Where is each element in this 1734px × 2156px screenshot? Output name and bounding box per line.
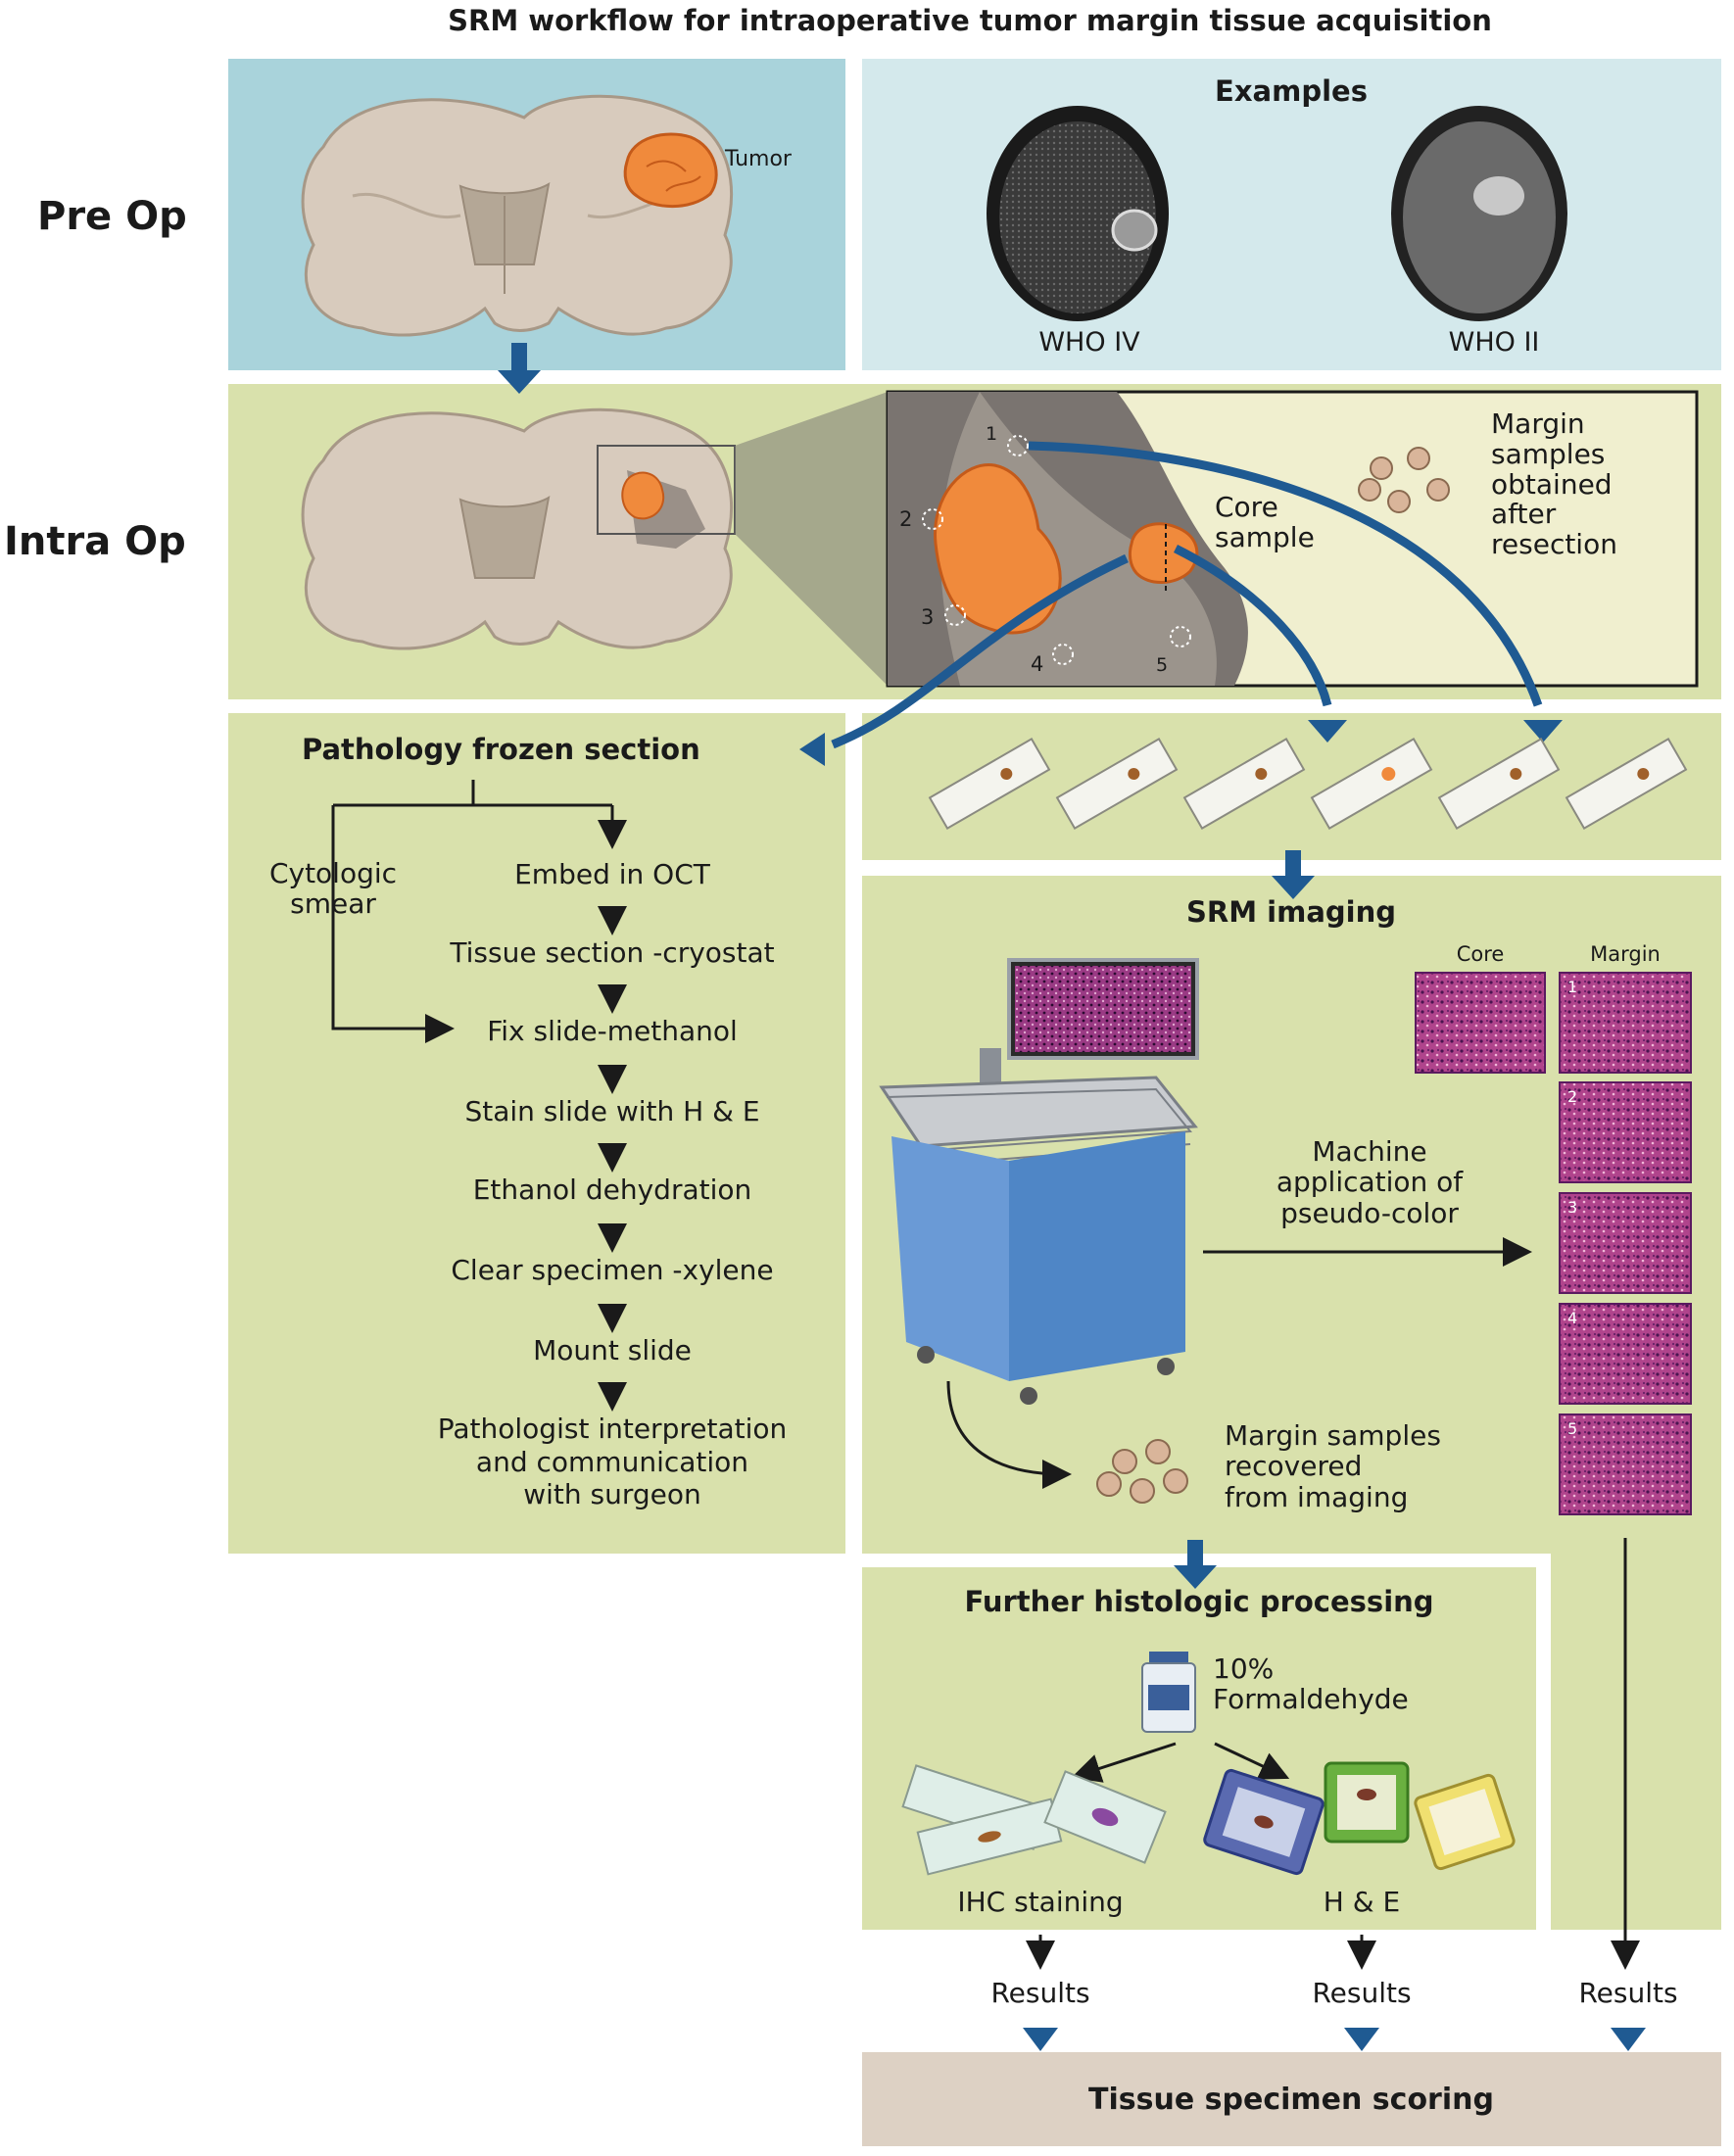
results-ihc: Results: [990, 1977, 1090, 2009]
sample-arrow-heads: [799, 720, 1563, 766]
ihc-slides: [901, 1764, 1167, 1876]
srm-right-strip: [1551, 1554, 1721, 1930]
site-number-5: 5: [1156, 654, 1169, 676]
recovered-samples: [1096, 1439, 1188, 1504]
further-panel: [862, 1567, 1536, 1930]
srm-core-tile: [1415, 972, 1546, 1074]
srm-arrows: [946, 1237, 1640, 1970]
step-stain-slide: Stain slide with H & E: [464, 1095, 760, 1127]
srm-imaging-cart: [879, 958, 1199, 1405]
cytologic-smear-label: Cytologic smear: [268, 857, 398, 921]
formaldehyde-label: 10% Formaldehyde: [1213, 1653, 1409, 1716]
tumor-label: Tumor: [725, 147, 792, 171]
slide-row: [928, 738, 1688, 830]
diagram-title: SRM workflow for intraoperative tumor ma…: [448, 4, 1492, 37]
examples-heading: Examples: [1215, 74, 1368, 108]
preop-tumor: [623, 132, 718, 209]
pathology-tree: [331, 780, 627, 1412]
sample-arrows: [831, 441, 1543, 749]
step-embed-oct: Embed in OCT: [514, 858, 710, 890]
step-tissue-section: Tissue section -cryostat: [450, 936, 775, 969]
mri-who-ii: [1391, 106, 1567, 321]
site-number-1: 1: [986, 423, 998, 445]
pathology-heading: Pathology frozen section: [302, 733, 700, 766]
mri-who-iv: [987, 106, 1169, 321]
tile-number-5: 5: [1567, 1419, 1578, 1438]
step-ethanol: Ethanol dehydration: [472, 1174, 752, 1206]
tile-number-2: 2: [1567, 1087, 1578, 1106]
preop-brain: [301, 94, 733, 337]
srm-imaging-heading: SRM imaging: [1185, 895, 1397, 929]
step-mount-slide: Mount slide: [533, 1334, 692, 1366]
he-cassettes: [1203, 1761, 1516, 1876]
he-label: H & E: [1323, 1886, 1401, 1918]
core-sample-label: Core sample: [1215, 491, 1315, 554]
zoom-cone: [735, 392, 888, 686]
row-label-preop: Pre Op: [37, 194, 187, 239]
step-clear-specimen: Clear specimen -xylene: [451, 1254, 774, 1286]
tile-number-3: 3: [1567, 1198, 1578, 1217]
results-srm: Results: [1578, 1977, 1678, 2009]
margin-column-label: Margin: [1590, 942, 1661, 966]
ihc-staining-label: IHC staining: [957, 1886, 1124, 1918]
site-number-2: 2: [899, 507, 913, 531]
margin-samples-label: Margin samples obtained after resection: [1491, 407, 1617, 561]
machine-pseudocolor-label: Machine application of pseudo-color: [1276, 1135, 1464, 1229]
tissue-scoring-label: Tissue specimen scoring: [1088, 2083, 1494, 2117]
example-label-who-ii: WHO II: [1448, 327, 1540, 358]
intraop-brain: [301, 407, 736, 650]
step-pathologist: Pathologist interpretation and communica…: [437, 1413, 788, 1511]
example-label-who-iv: WHO IV: [1038, 327, 1140, 358]
further-processing-heading: Further histologic processing: [964, 1585, 1434, 1618]
formaldehyde-jar-icon: [1141, 1652, 1196, 1733]
flow-arrows-blue: [498, 343, 1646, 2051]
tile-number-4: 4: [1567, 1309, 1578, 1327]
scoring-panel: [862, 2052, 1721, 2146]
results-he: Results: [1312, 1977, 1412, 2009]
pathology-panel: [228, 713, 845, 1554]
site-number-3: 3: [921, 605, 935, 629]
core-column-label: Core: [1456, 942, 1505, 966]
srm-margin-tiles: [1559, 972, 1692, 1515]
site-number-4: 4: [1031, 652, 1044, 676]
tile-number-1: 1: [1567, 978, 1578, 996]
margin-recovered-label: Margin samples recovered from imaging: [1225, 1419, 1441, 1513]
row-label-intraop: Intra Op: [4, 519, 186, 564]
zoom-detail-box: [886, 390, 1699, 688]
step-fix-slide: Fix slide-methanol: [487, 1015, 738, 1047]
